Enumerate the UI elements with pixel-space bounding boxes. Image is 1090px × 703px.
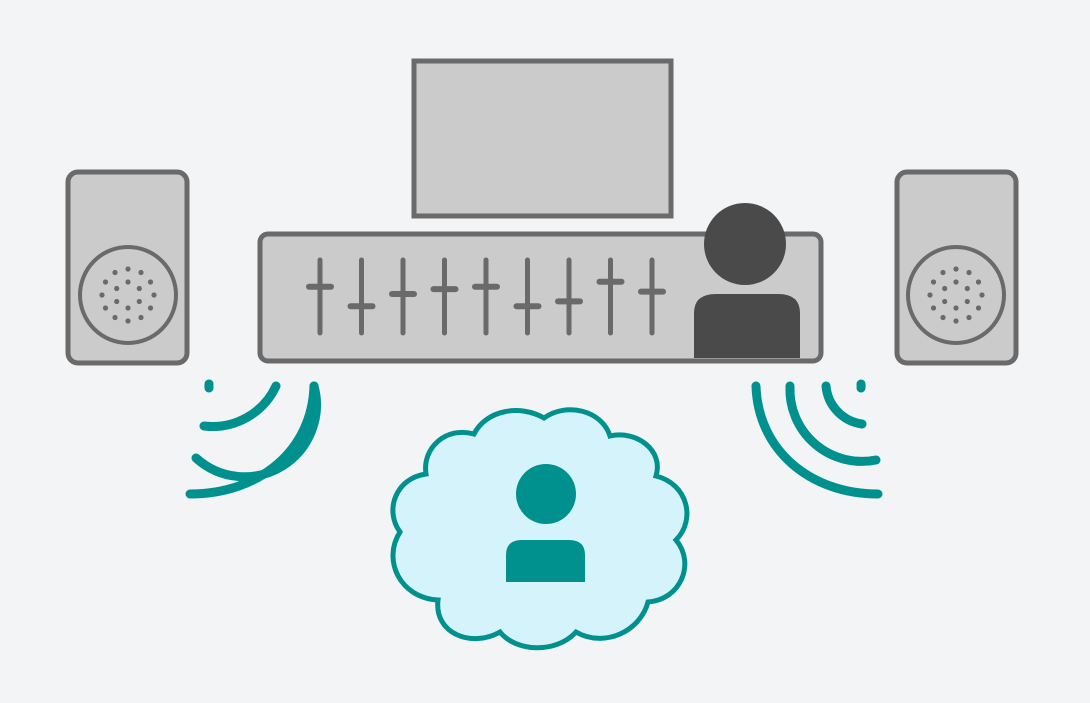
- grille-dot: [147, 279, 154, 285]
- grille-dot: [940, 269, 946, 276]
- grille-dot: [930, 279, 937, 285]
- grille-dot: [979, 292, 985, 298]
- fader: [472, 257, 500, 336]
- remote-person-icon: [506, 464, 585, 582]
- grille-dot: [136, 298, 142, 305]
- grille-dot: [953, 266, 959, 272]
- grille-dot: [940, 314, 946, 321]
- grille-dot: [975, 305, 982, 311]
- grille-dot: [138, 314, 144, 321]
- grille-dot: [136, 285, 142, 292]
- grille-dot: [966, 269, 972, 276]
- mixing-console-icon: [257, 231, 824, 364]
- fader-group: [306, 257, 666, 336]
- left-speaker-icon: [65, 169, 190, 366]
- grille-dot: [942, 298, 948, 305]
- left-speaker-grille: [99, 266, 157, 324]
- grille-dot: [102, 279, 109, 285]
- cloud-shape: [390, 407, 690, 651]
- grille-dot: [114, 285, 120, 292]
- grille-dot: [953, 305, 959, 311]
- grille-dot: [125, 318, 131, 324]
- fader: [596, 257, 625, 336]
- grille-dot: [964, 298, 970, 305]
- right-speaker-grille: [927, 266, 985, 324]
- grille-dot: [953, 279, 959, 285]
- grille-dot: [930, 305, 937, 311]
- fader: [513, 257, 542, 336]
- remote-listener-cloud-icon: [390, 407, 690, 651]
- left-sound-wave-icon: [185, 379, 321, 499]
- grille-dot: [102, 305, 109, 311]
- grille-dot: [147, 305, 154, 311]
- grille-dot: [125, 279, 131, 285]
- grille-dot: [112, 269, 118, 276]
- grille-dot: [114, 298, 120, 305]
- grille-dot: [927, 292, 933, 298]
- right-speaker-icon: [894, 169, 1019, 366]
- fader: [347, 257, 376, 336]
- grille-dot: [125, 305, 131, 311]
- grille-dot: [975, 279, 982, 285]
- fader: [389, 257, 417, 336]
- grille-dot: [99, 292, 105, 298]
- fader: [306, 257, 334, 336]
- grille-dot: [966, 314, 972, 321]
- engineer-person-icon: [694, 203, 800, 358]
- right-sound-wave-icon: [751, 379, 883, 499]
- grille-dot: [112, 314, 118, 321]
- grille-dot: [151, 292, 157, 298]
- grille-dot: [138, 269, 144, 276]
- grille-dot: [125, 266, 131, 272]
- grille-dot: [942, 285, 948, 292]
- fader: [638, 257, 666, 336]
- fader: [555, 257, 583, 336]
- grille-dot: [953, 318, 959, 324]
- grille-dot: [964, 285, 970, 292]
- fader: [430, 257, 459, 336]
- studio-monitor-screen: [411, 58, 674, 219]
